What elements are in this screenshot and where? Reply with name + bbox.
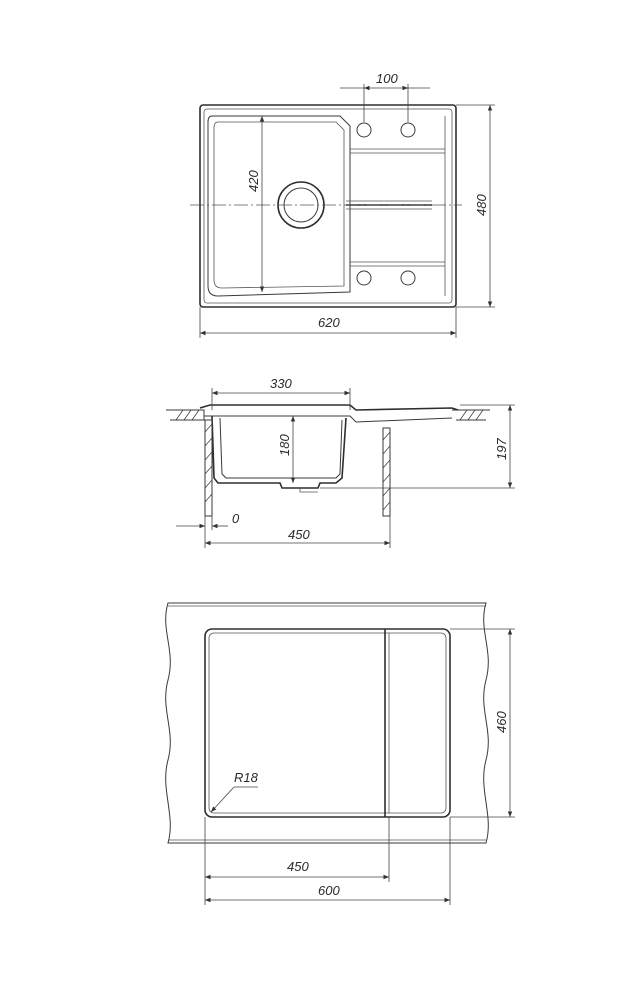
dim-width: 620 <box>318 315 340 330</box>
cutout-view: R18 460 450 600 <box>165 602 515 905</box>
sink-section-profile <box>199 404 459 411</box>
tap-hole <box>356 270 372 286</box>
dim-bowl-cut-width: 450 <box>287 859 309 874</box>
cabinet-panel-left <box>204 419 213 517</box>
tap-hole <box>356 122 372 138</box>
dim-tap-spacing: 100 <box>376 71 398 86</box>
dim-cutout-height: 460 <box>494 711 509 733</box>
dim-cutout-width: 600 <box>318 883 340 898</box>
dim-total-depth: 197 <box>494 438 509 460</box>
tap-hole <box>400 270 416 286</box>
section-view: 330 180 197 0 450 <box>166 376 515 548</box>
dim-offset: 0 <box>232 511 240 526</box>
sink-outline <box>199 104 457 308</box>
top-view: 100 420 480 620 <box>190 71 495 338</box>
tap-hole <box>400 122 416 138</box>
dim-cabinet-width: 450 <box>288 527 310 542</box>
bowl-outline <box>207 115 351 297</box>
dim-height: 480 <box>474 194 489 216</box>
dim-bowl-width: 330 <box>270 376 292 391</box>
cabinet-panel-right <box>382 427 391 517</box>
dim-bowl-depth: 180 <box>277 434 292 456</box>
dim-bowl-height: 420 <box>246 170 261 192</box>
dim-corner-radius: R18 <box>234 770 259 785</box>
countertop-outline <box>165 602 489 844</box>
cutout-outline <box>204 628 451 818</box>
